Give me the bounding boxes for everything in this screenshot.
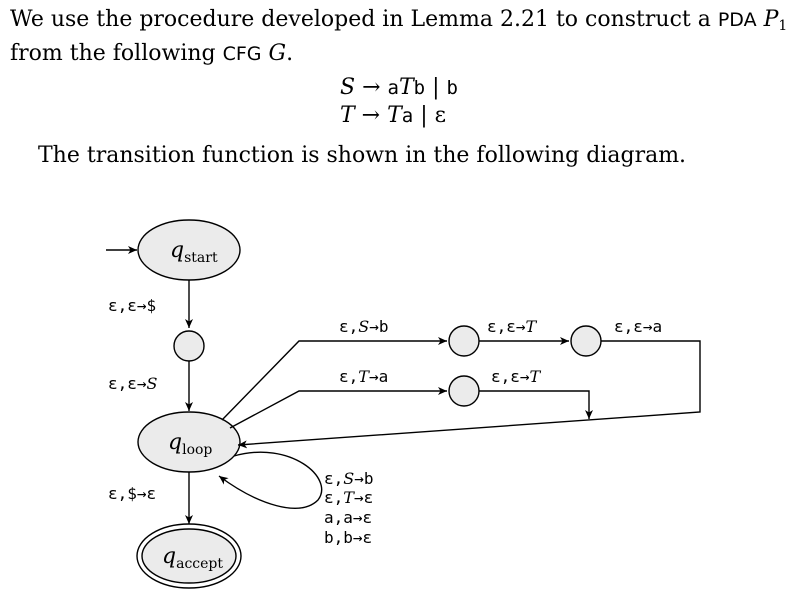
rule1-arrow: → [355,75,388,100]
grammar-rule-1: S → aTb | b [340,74,458,102]
rule1-terminal-a: a [387,77,399,99]
label-push-a: ε,ε→a [614,317,662,336]
state-mid-path [448,375,480,407]
rule2-variable-t: T [387,103,402,128]
state-loop-label: qloop [168,430,212,458]
label-s-to-b: ε,S→b [339,317,389,336]
intro-text-1: We use the procedure developed in Lemma … [10,7,718,32]
intro-period: . [286,41,294,66]
rule1-variable-t: T [398,75,414,100]
edge-loop-to-mid-path [229,387,447,429]
transition-intro: The transition function is shown in the … [38,143,687,168]
label-self-a-a: a,a→ε [324,508,372,527]
edge-loop-to-top-1 [221,337,447,421]
label-push-dollar: ε,ε→$ [108,296,156,315]
rule2-bar: | [413,103,435,128]
pda-variable: P [763,7,779,32]
state-start-label: qstart [170,238,218,266]
rule2-epsilon: ε [434,103,447,128]
state-top-2 [570,325,602,357]
label-t-to-a: ε,T→a [339,367,388,386]
grammar-rule-2: T → Ta | ε [340,102,458,130]
cfg-term: CFG [222,43,262,65]
label-self-t-to-eps: ε,T→ε [324,488,373,507]
edge-loop-self [218,451,323,509]
label-self-b-b: b,b→ε [324,528,372,547]
intro-text-2: from the following [10,41,223,66]
rule2-lhs: T [340,103,355,128]
grammar-rules: S → aTb | b T → Ta | ε [340,74,458,130]
rule1-bar: | [425,75,447,100]
label-push-t-mid: ε,ε→T [491,367,542,386]
rule2-terminal-a: a [401,105,414,127]
rule2-arrow: → [354,103,388,128]
rule1-terminal-b: b [413,77,426,99]
label-push-s: ε,ε→S [108,374,158,393]
state-top-1 [448,325,480,357]
label-push-t-top: ε,ε→T [487,317,538,336]
label-pop-dollar: ε,$→ε [108,484,156,503]
pda-subscript: 1 [778,18,788,34]
rule1-alt: b [446,77,458,99]
grammar-variable: G [268,41,287,66]
edge-mid-path-to-join [479,390,593,419]
state-accept-label: qaccept [162,544,223,572]
label-self-s-to-b: ε,S→b [324,469,374,488]
rule1-lhs: S [340,75,356,100]
edge-top-2-to-loop [237,340,701,449]
pda-term: PDA [717,9,757,31]
state-mid [173,330,205,362]
intro-paragraph: We use the procedure developed in Lemma … [10,6,800,68]
state-accept [141,528,237,584]
